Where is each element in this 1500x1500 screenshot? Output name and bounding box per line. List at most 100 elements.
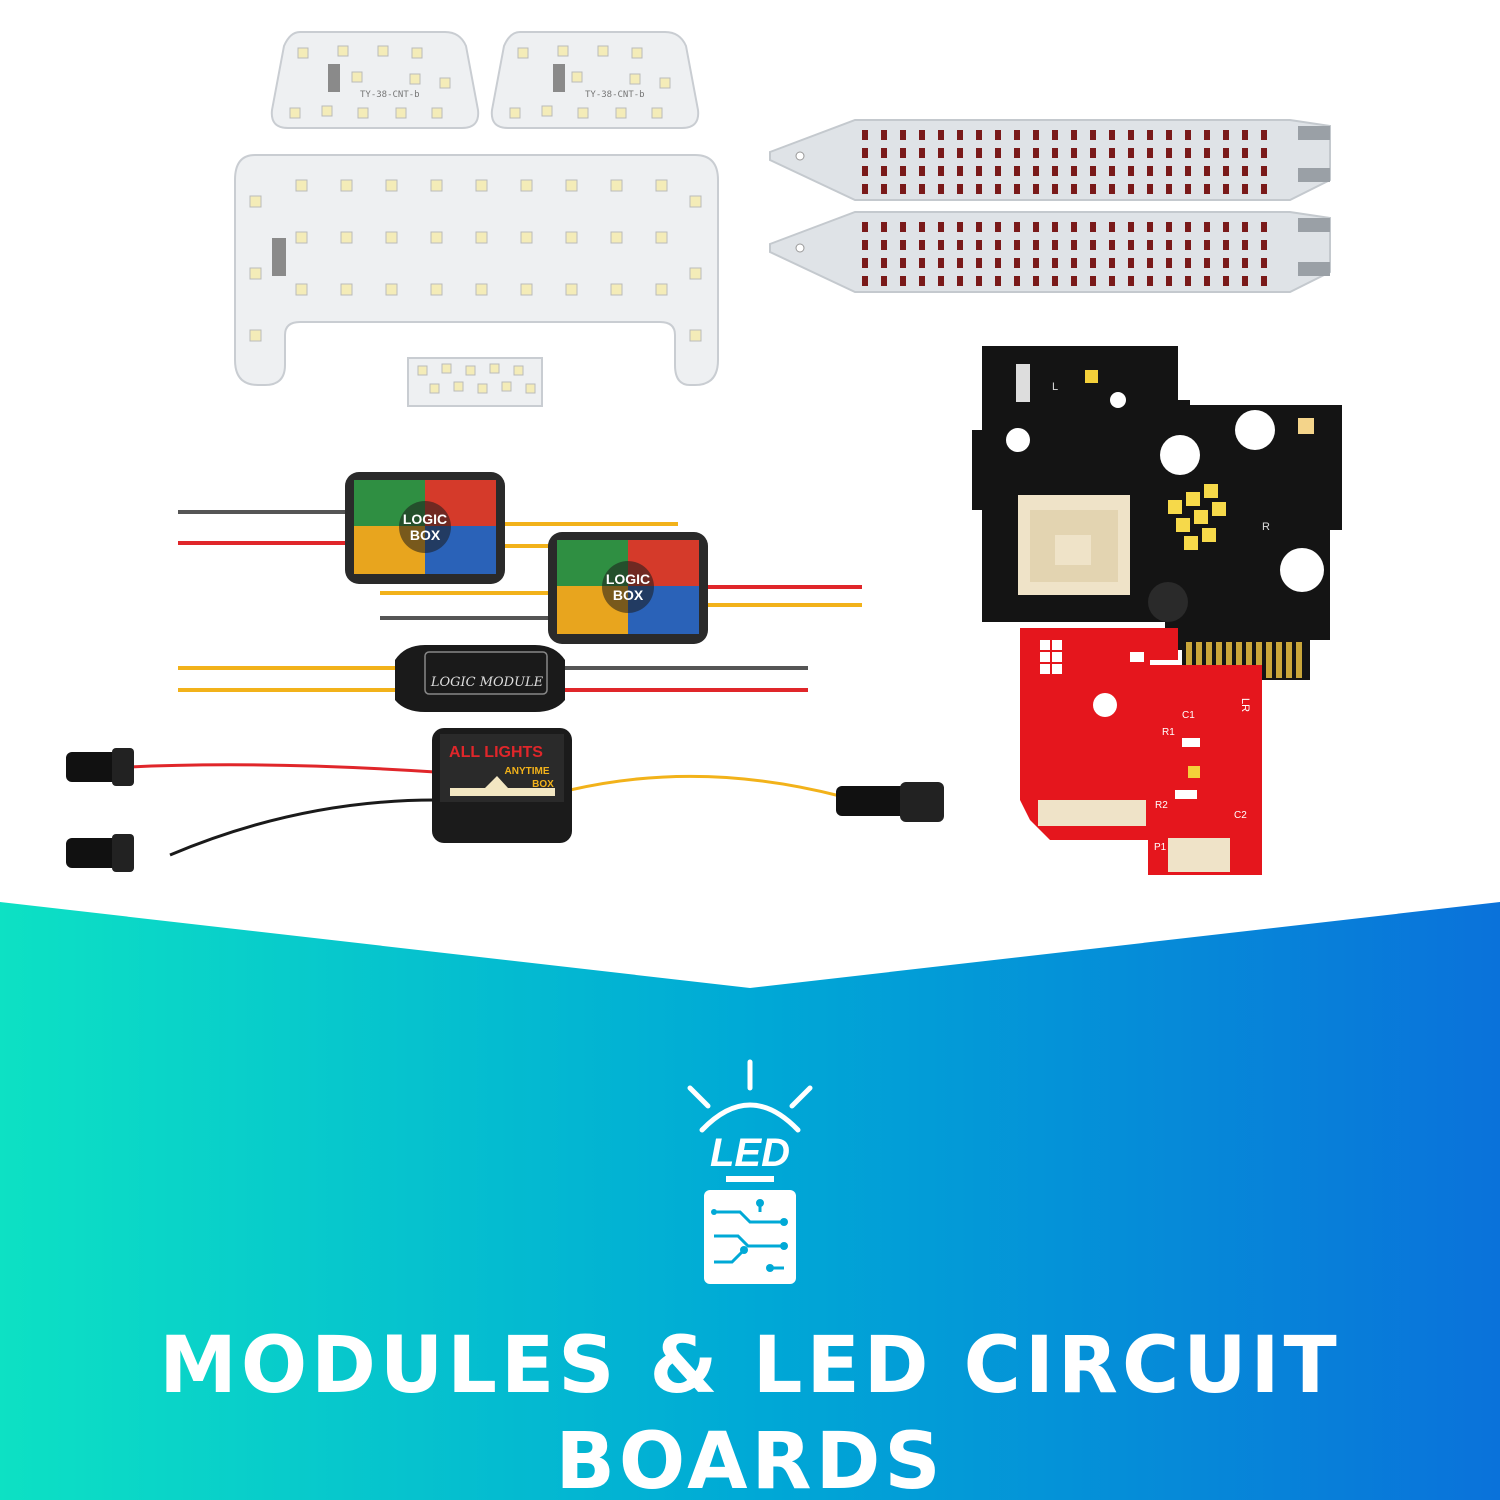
led-chip [1223,166,1229,176]
dome-light-panel-right: TY-38-CNT-b [490,31,700,129]
led-chip [862,184,868,194]
led-chip [1090,184,1096,194]
led-chip [1223,148,1229,158]
led-chip [957,148,963,158]
led-chip [477,383,488,394]
led-chip [1071,222,1077,232]
led-chip [1166,258,1172,268]
led-chip [1014,184,1020,194]
led-chip [919,148,925,158]
led-chip [430,179,443,192]
led-chip [1071,166,1077,176]
led-chip [475,231,488,244]
led-chip [957,166,963,176]
map-light-panel [407,357,543,407]
led-chip [1109,222,1115,232]
led-chip [881,166,887,176]
led-chip [976,276,982,286]
led-chip [1040,652,1050,662]
led-chip [557,45,569,57]
led-chip [881,130,887,140]
led-chip [1090,240,1096,250]
led-chip [938,276,944,286]
led-chip [976,184,982,194]
led-chips [1040,640,1062,674]
led-chip [1202,528,1216,542]
led-chip [565,231,578,244]
led-chip [351,71,363,83]
logic-box-wires [178,510,862,620]
led-chip [610,179,623,192]
led-chip [1185,184,1191,194]
board-silk-p1: P1 [1154,842,1167,853]
led-chip [1242,166,1248,176]
led-chip [1109,148,1115,158]
led-chip [1204,240,1210,250]
led-chip [409,73,421,85]
led-chip [1242,258,1248,268]
led-chip [249,195,262,208]
led-chip [1052,184,1058,194]
led-chip [1033,240,1039,250]
red-pcb-board-right: LR R1 C1 R2 C2 P1 [1148,665,1262,875]
led-chip [1166,240,1172,250]
led-chip [1166,276,1172,286]
board-silk-c2: C2 [1234,810,1247,821]
led-chip [1147,166,1153,176]
led-chip [1071,184,1077,194]
led-chip [957,240,963,250]
led-chip [1204,148,1210,158]
headlight-beam-icon [450,776,555,796]
led-chip [1204,222,1210,232]
led-chip [976,240,982,250]
led-strip-bottom [769,211,1331,293]
led-chip [1014,240,1020,250]
led-chip [1090,276,1096,286]
led-chip [610,231,623,244]
led-chip [1186,492,1200,506]
led-chips [249,179,702,342]
led-chip [1128,148,1134,158]
led-chip [862,240,868,250]
led-chip [900,184,906,194]
led-chip [881,222,887,232]
led-chip [439,77,451,89]
led-chip [1109,130,1115,140]
led-chip [1242,276,1248,286]
led-chip [577,107,589,119]
led-chip [1185,166,1191,176]
led-chip [441,363,452,374]
led-chip [1223,258,1229,268]
led-chip [631,47,643,59]
edge-connector [1186,642,1302,678]
led-chip [1014,130,1020,140]
led-chip [1166,166,1172,176]
led-chip [1033,222,1039,232]
led-chip [689,195,702,208]
logic-box-label: LOGIC [403,511,447,527]
led-chip [1261,148,1267,158]
led-chip [1236,642,1242,678]
led-chips [862,130,1267,194]
led-chip [976,130,982,140]
led-chip [1204,258,1210,268]
logic-box-label: BOX [410,527,441,543]
led-chip [957,184,963,194]
led-chip [520,231,533,244]
led-chip [1014,276,1020,286]
led-chip [919,166,925,176]
dome-light-panel-left: TY-38-CNT-b [270,31,480,129]
led-chip [1185,276,1191,286]
led-chip [1128,240,1134,250]
led-chip [1194,510,1208,524]
led-chip [249,267,262,280]
dome-panel-code: TY-38-CNT-b [585,90,645,100]
led-chip [1147,130,1153,140]
led-chip [430,231,443,244]
led-chip [1196,642,1202,678]
all-lights-anytime-box: ALL LIGHTS ANYTIME BOX [66,728,944,872]
led-chip [655,179,668,192]
led-chip [1052,166,1058,176]
led-chip [1090,130,1096,140]
